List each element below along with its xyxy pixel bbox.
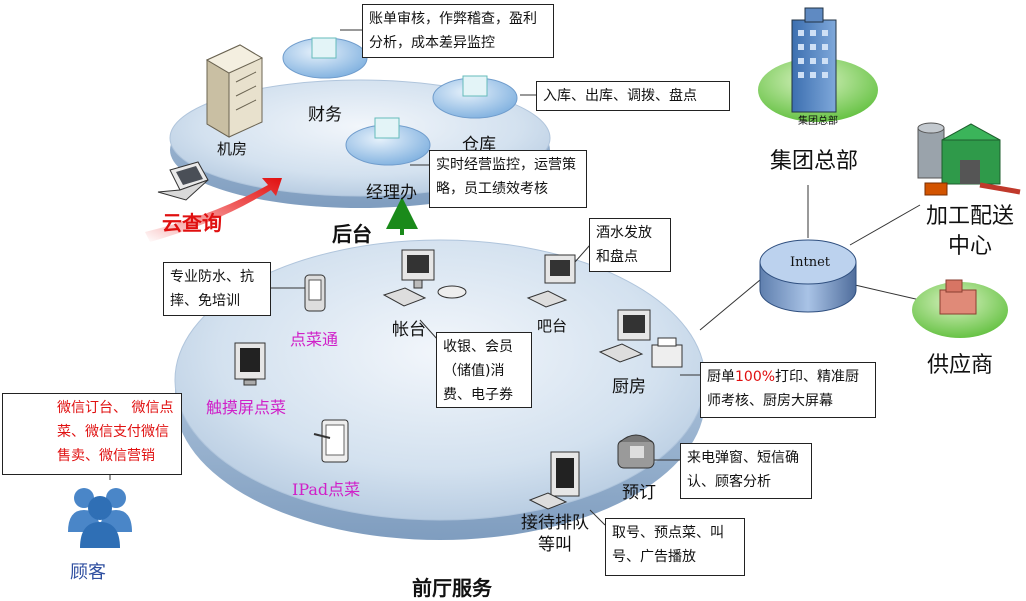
factory-icon	[917, 122, 1021, 196]
processing-center-label: 加工配送中心	[925, 204, 1014, 259]
cloud-query-arrow	[145, 178, 282, 242]
server-room-label: 机房	[217, 140, 248, 158]
supplier-building-icon	[939, 279, 977, 315]
warehouse-note: 入库、出库、调拨、盘点	[536, 81, 730, 111]
front-title: 前厅服务	[412, 576, 492, 600]
laptop-icon	[157, 161, 209, 201]
cashier-note: 收银、会员（储值)消费、电子券	[436, 332, 532, 408]
order-device-note: 专业防水、抗摔、免培训	[163, 262, 271, 316]
kitchen-computer-icon	[598, 309, 683, 368]
kitchen-note-post: 打印、精准厨师考核、厨房大屏幕	[707, 369, 860, 409]
network-links	[109, 29, 921, 526]
bar-label: 吧台	[537, 317, 568, 335]
order-device-icon	[304, 274, 326, 312]
warehouse-pod	[432, 75, 518, 119]
hq-building-label: 集团总部	[798, 116, 838, 127]
touch-screen-icon	[234, 342, 266, 386]
hq-label: 集团总部	[770, 149, 859, 174]
bar-computer-icon	[526, 254, 576, 308]
finance-pod	[282, 37, 368, 79]
reception-note: 取号、预点菜、叫号、广告播放	[605, 518, 745, 576]
reception-label: 接待排队等叫	[521, 513, 589, 555]
finance-note: 账单审核，作弊稽查，盈利分析，成本差异监控	[362, 4, 554, 58]
finance-label: 财务	[308, 105, 342, 125]
cashier-computer-icon	[382, 249, 467, 307]
backend-title: 后台	[332, 222, 372, 246]
bar-note: 酒水发放和盘点	[589, 218, 671, 272]
supplier-label: 供应商	[927, 353, 994, 378]
kitchen-note-pre: 厨单	[707, 369, 735, 385]
internet-hub	[759, 239, 857, 313]
hq-building-icon	[791, 7, 837, 113]
booking-label: 预订	[622, 483, 656, 503]
ipad-icon	[313, 419, 349, 463]
cashier-label: 帐台	[392, 320, 426, 340]
touch-screen-label: 触摸屏点菜	[206, 398, 287, 417]
customers-icon	[68, 488, 132, 548]
kitchen-label: 厨房	[612, 377, 646, 397]
manager-note: 实时经营监控，运营策略，员工绩效考核	[429, 150, 587, 208]
booking-note: 来电弹窗、短信确认、顾客分析	[680, 443, 812, 499]
reception-computer-icon	[528, 451, 580, 510]
customer-label: 顾客	[70, 562, 106, 583]
ipad-label: IPad点菜	[292, 480, 361, 499]
internet-hub-label: Intnet	[790, 255, 831, 270]
manager-office-label: 经理办	[366, 183, 417, 203]
kitchen-note-highlight: 100%	[735, 369, 776, 385]
manager-pod	[345, 117, 431, 166]
kitchen-note: 厨单100%打印、精准厨师考核、厨房大屏幕	[700, 362, 876, 418]
phone-icon	[617, 434, 655, 469]
order-device-label: 点菜通	[290, 330, 339, 349]
server-rack-icon	[205, 44, 264, 138]
cloud-query-label: 云查询	[162, 211, 222, 235]
wechat-note: 微信订台、 微信点菜、微信支付微信售卖、微信营销	[2, 393, 182, 475]
